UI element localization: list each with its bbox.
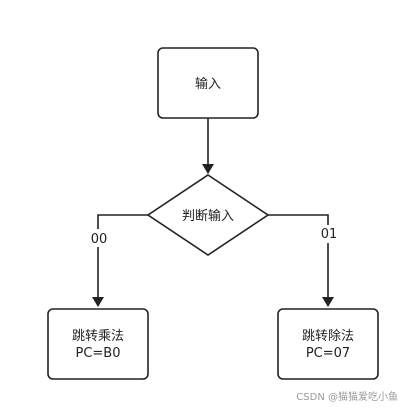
divide-label-line1: 跳转除法 [302, 329, 354, 344]
multiply-label-line2: PC=B0 [76, 346, 121, 361]
decision-label: 判断输入 [182, 208, 234, 224]
right-edge-label-bg [317, 225, 341, 243]
divide-label-line2: PC=07 [306, 346, 350, 361]
left-edge-label: 00 [91, 232, 108, 247]
right-edge-label: 01 [321, 227, 338, 242]
decision-node: 判断输入 [146, 174, 270, 256]
edge-decision-to-left [92, 214, 148, 307]
multiply-node: 跳转乘法 PC=B0 [47, 308, 149, 380]
watermark: CSDN @猫猫爱吃小鱼 [296, 392, 398, 403]
left-edge-label-bg [88, 229, 112, 247]
multiply-box [47, 308, 149, 380]
divide-node: 跳转除法 PC=07 [277, 308, 379, 380]
input-node: 输入 [157, 47, 259, 119]
multiply-label-line1: 跳转乘法 [72, 329, 124, 344]
divide-box [277, 308, 379, 380]
input-label: 输入 [195, 76, 221, 92]
decision-diamond [146, 174, 270, 256]
edge-decision-to-right [268, 214, 334, 307]
